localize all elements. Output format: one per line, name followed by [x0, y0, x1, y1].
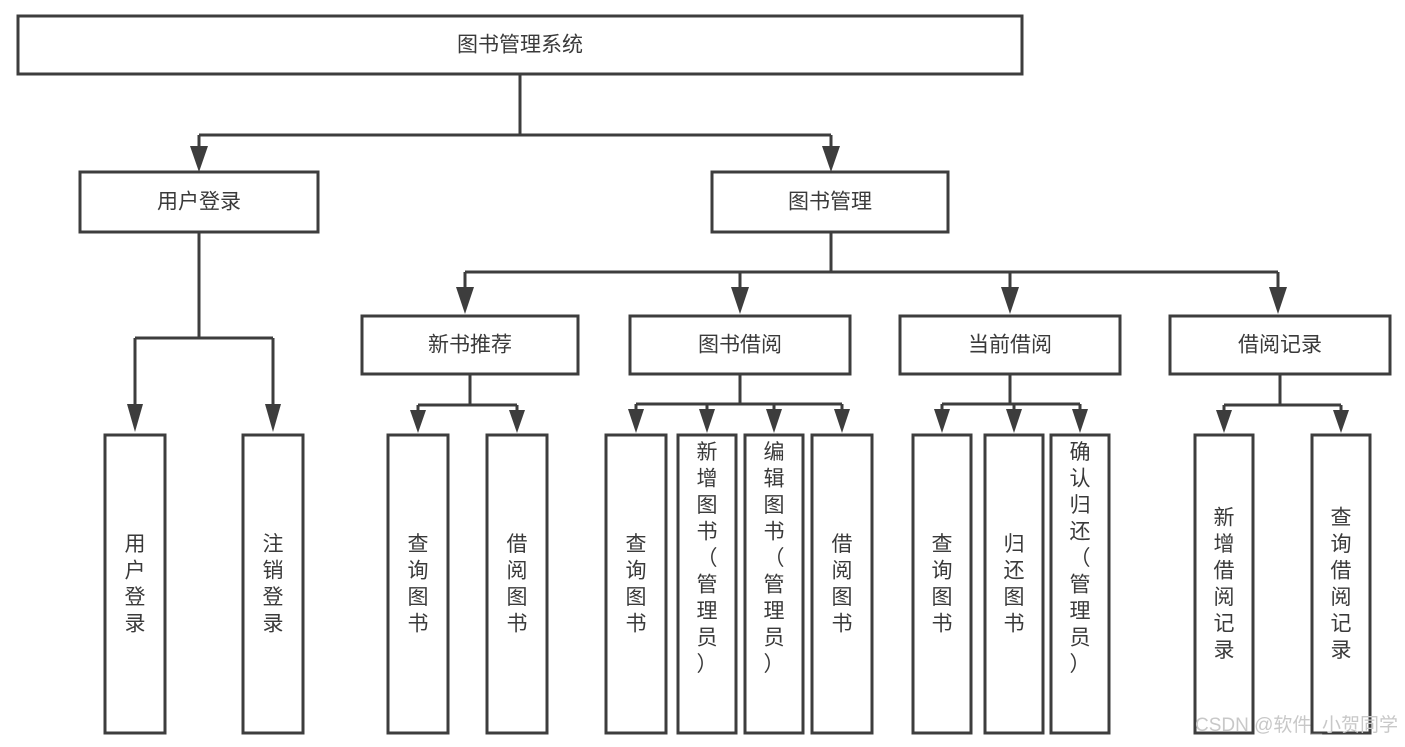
csdn-watermark: CSDN @软件_小贺同学: [1195, 714, 1398, 736]
node-leaf-query-book-current[interactable]: 查询图书: [911, 433, 973, 735]
arrowhead-leaf-confirm-return-admin: [1072, 409, 1088, 433]
node-label-leaf-return-book: 归还图书: [1004, 533, 1025, 636]
node-label-leaf-add-book-admin: 新增图书（管理员）: [697, 441, 718, 676]
node-label-user-login: 用户登录: [157, 191, 241, 214]
node-box-current-borrow: [898, 314, 1122, 376]
arrowhead-leaf-borrow-book: [834, 409, 850, 433]
node-leaf-borrow-book[interactable]: 借阅图书: [810, 433, 874, 735]
arrowhead-book-management: [822, 146, 840, 172]
node-label-leaf-query-book-borrow: 查询图书: [626, 533, 647, 636]
node-label-leaf-user-login: 用户登录: [125, 533, 146, 636]
node-box-leaf-user-login: [103, 433, 167, 735]
node-label-new-book-recommend: 新书推荐: [428, 334, 512, 357]
node-leaf-user-login[interactable]: 用户登录: [103, 433, 167, 735]
node-box-book-borrow: [628, 314, 852, 376]
node-box-new-book-recommend: [360, 314, 580, 376]
node-leaf-add-borrow-record[interactable]: 新增借阅记录: [1193, 433, 1255, 735]
node-leaf-edit-book-admin[interactable]: 编辑图书（管理员）: [743, 433, 805, 735]
node-book-management[interactable]: 图书管理: [710, 170, 950, 234]
node-label-leaf-query-book-rec: 查询图书: [408, 533, 429, 636]
node-label-leaf-query-borrow-record: 查询借阅记录: [1331, 507, 1352, 663]
node-leaf-logout-login[interactable]: 注销登录: [241, 433, 305, 735]
node-leaf-query-borrow-record[interactable]: 查询借阅记录: [1310, 433, 1372, 735]
node-box-root: [16, 14, 1024, 76]
node-leaf-add-book-admin[interactable]: 新增图书（管理员）: [676, 433, 738, 735]
node-box-user-login: [78, 170, 320, 234]
arrowhead-leaf-logout-login: [265, 404, 281, 432]
arrowhead-leaf-user-login: [127, 404, 143, 432]
node-label-leaf-confirm-return-admin: 确认归还（管理员）: [1070, 441, 1091, 676]
arrowhead-leaf-query-book-borrow: [628, 409, 644, 433]
node-box-book-management: [710, 170, 950, 234]
arrowhead-leaf-query-borrow-record: [1333, 410, 1349, 433]
node-box-leaf-add-borrow-record: [1193, 433, 1255, 735]
nodes-layer: 图书管理系统用户登录图书管理新书推荐图书借阅当前借阅借阅记录用户登录注销登录查询…: [16, 14, 1392, 735]
node-box-leaf-query-book-rec: [386, 433, 450, 735]
node-box-leaf-confirm-return-admin: [1049, 433, 1111, 735]
node-leaf-query-book-borrow[interactable]: 查询图书: [604, 433, 668, 735]
node-box-leaf-borrow-book: [810, 433, 874, 735]
node-label-leaf-borrow-book-rec: 借阅图书: [507, 533, 528, 636]
node-current-borrow[interactable]: 当前借阅: [898, 314, 1122, 376]
arrowhead-current-borrow: [1001, 287, 1019, 314]
node-box-leaf-logout-login: [241, 433, 305, 735]
node-book-borrow[interactable]: 图书借阅: [628, 314, 852, 376]
arrowhead-leaf-add-book-admin: [699, 409, 715, 433]
node-root[interactable]: 图书管理系统: [16, 14, 1024, 76]
arrowhead-leaf-add-borrow-record: [1216, 410, 1232, 433]
edges-user-login-to-leaves: [127, 232, 281, 432]
node-label-book-borrow: 图书借阅: [698, 334, 782, 357]
node-box-borrow-record: [1168, 314, 1392, 376]
arrowhead-leaf-edit-book-admin: [766, 409, 782, 433]
arrowhead-leaf-return-book: [1006, 409, 1022, 433]
node-box-leaf-query-book-current: [911, 433, 973, 735]
node-label-leaf-add-borrow-record: 新增借阅记录: [1214, 507, 1235, 663]
node-label-book-management: 图书管理: [788, 191, 872, 214]
node-label-leaf-logout-login: 注销登录: [263, 533, 284, 636]
arrowhead-leaf-query-book-rec: [410, 410, 426, 433]
arrowhead-leaf-borrow-book-rec: [509, 410, 525, 433]
node-label-root: 图书管理系统: [457, 34, 583, 57]
node-box-leaf-query-borrow-record: [1310, 433, 1372, 735]
arrowhead-borrow-record: [1269, 287, 1287, 314]
edges-borrow-record-to-leaves: [1216, 374, 1349, 433]
node-box-leaf-return-book: [983, 433, 1045, 735]
edges-root-to-level1: [190, 74, 840, 172]
node-borrow-record[interactable]: 借阅记录: [1168, 314, 1392, 376]
node-leaf-query-book-rec[interactable]: 查询图书: [386, 433, 450, 735]
arrowhead-book-borrow: [731, 287, 749, 314]
node-user-login[interactable]: 用户登录: [78, 170, 320, 234]
node-box-leaf-edit-book-admin: [743, 433, 805, 735]
edges-book-management-to-level2: [456, 232, 1287, 314]
node-new-book-recommend[interactable]: 新书推荐: [360, 314, 580, 376]
edges-book-borrow-to-leaves: [628, 374, 850, 433]
edges-current-borrow-to-leaves: [934, 374, 1088, 433]
arrowhead-new-book-recommend: [456, 287, 474, 314]
node-box-leaf-borrow-book-rec: [485, 433, 549, 735]
node-label-leaf-edit-book-admin: 编辑图书（管理员）: [764, 441, 785, 676]
node-leaf-return-book[interactable]: 归还图书: [983, 433, 1045, 735]
node-label-leaf-query-book-current: 查询图书: [932, 533, 953, 636]
node-box-leaf-query-book-borrow: [604, 433, 668, 735]
arrowhead-leaf-query-book-current: [934, 409, 950, 433]
node-leaf-confirm-return-admin[interactable]: 确认归还（管理员）: [1049, 433, 1111, 735]
node-label-borrow-record: 借阅记录: [1238, 334, 1322, 357]
edges-new-book-recommend-to-leaves: [410, 374, 525, 433]
node-leaf-borrow-book-rec[interactable]: 借阅图书: [485, 433, 549, 735]
node-label-leaf-borrow-book: 借阅图书: [832, 533, 853, 636]
node-label-current-borrow: 当前借阅: [968, 334, 1052, 357]
arrowhead-user-login: [190, 146, 208, 172]
node-box-leaf-add-book-admin: [676, 433, 738, 735]
